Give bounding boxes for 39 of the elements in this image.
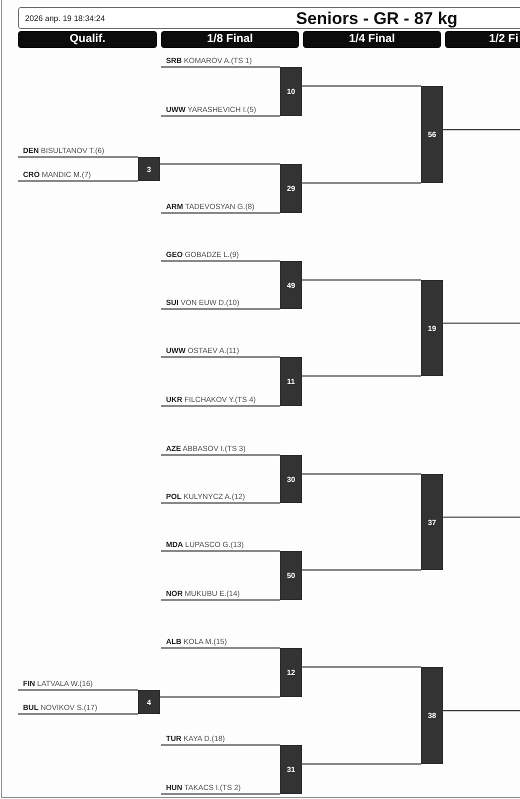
- round-header: Qualif.: [18, 31, 157, 48]
- bracket-line: [302, 569, 421, 571]
- bracket-line: [302, 85, 421, 87]
- bracket-line: [302, 666, 421, 668]
- round-header: 1/4 Final: [303, 31, 441, 48]
- bracket-line: [302, 182, 421, 184]
- bracket-line: [443, 322, 520, 324]
- bracket-line: [161, 115, 280, 117]
- bracket-line: [161, 599, 280, 601]
- bracket-line: [302, 279, 421, 281]
- bracket-line: [18, 156, 138, 158]
- bracket-line: [161, 550, 280, 552]
- bracket-line: [443, 129, 520, 130]
- bracket-line: [443, 710, 520, 712]
- bracket-line: [443, 516, 520, 518]
- bracket-line: [161, 744, 280, 746]
- header-box: [18, 7, 520, 29]
- bracket-line: [161, 647, 280, 649]
- bracket-line: [161, 405, 280, 407]
- bracket-line: [160, 163, 280, 165]
- bracket-line: [161, 793, 280, 795]
- title: Seniors - GR - 87 kg: [296, 9, 458, 29]
- bracket-line: [18, 713, 138, 715]
- bracket-line: [161, 454, 280, 456]
- bracket-line: [161, 66, 280, 68]
- bracket-line: [302, 763, 421, 765]
- bracket-line: [161, 308, 280, 310]
- bracket-line: [302, 473, 421, 475]
- round-header: 1/8 Final: [161, 31, 299, 48]
- bracket-line: [18, 689, 138, 691]
- date-time: 2026 апр. 19 18:34:24: [25, 14, 105, 23]
- bracket-line: [160, 696, 280, 698]
- bracket-line: [161, 502, 280, 504]
- bracket-line: [18, 180, 138, 182]
- bracket-line: [302, 375, 421, 377]
- bracket-line: [161, 260, 280, 262]
- round-header: 1/2 Fi: [445, 31, 520, 48]
- bracket-line: [161, 356, 280, 358]
- bracket-line: [161, 212, 280, 214]
